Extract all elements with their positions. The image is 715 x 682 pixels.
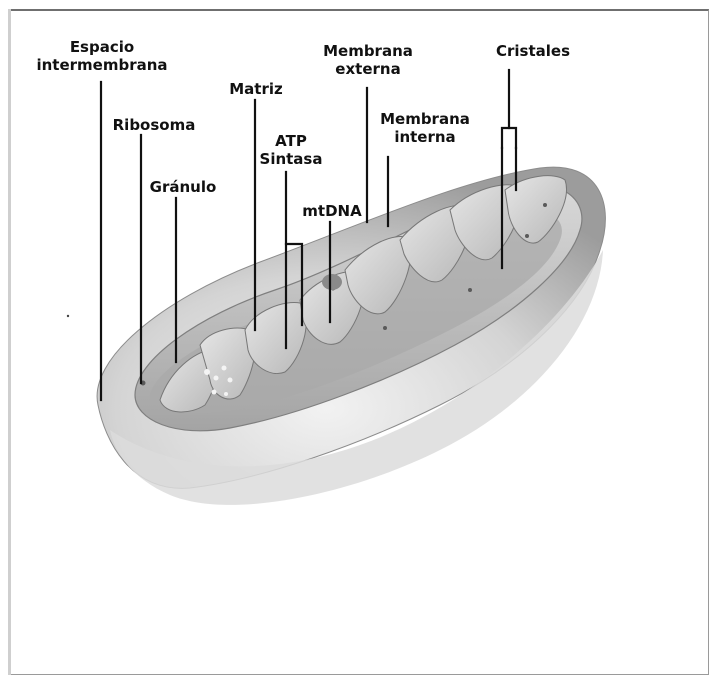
label-membrana-interna-line1: Membrana [370,110,480,128]
label-ribosoma: Ribosoma [104,116,204,134]
label-atp-line1: ATP [251,132,331,150]
label-matriz: Matriz [216,80,296,98]
label-membrana-interna: Membrana interna [370,110,480,146]
label-membrana-externa: Membrana externa [313,42,423,78]
label-cristales: Cristales [478,42,588,60]
label-espacio-intermembrana: Espacio intermembrana [22,38,182,74]
label-atp-line2: Sintasa [251,150,331,168]
mtdna-blob [322,274,342,290]
label-espacio-line1: Espacio [22,38,182,56]
label-atp-sintasa: ATP Sintasa [251,132,331,168]
label-granulo: Gránulo [140,178,226,196]
label-mtdna: mtDNA [292,202,372,220]
stray-dot [67,315,69,317]
label-espacio-line2: intermembrana [22,56,182,74]
label-membrana-externa-line1: Membrana [313,42,423,60]
leader-cristales-bracket [502,128,516,148]
label-membrana-interna-line2: interna [370,128,480,146]
label-membrana-externa-line2: externa [313,60,423,78]
